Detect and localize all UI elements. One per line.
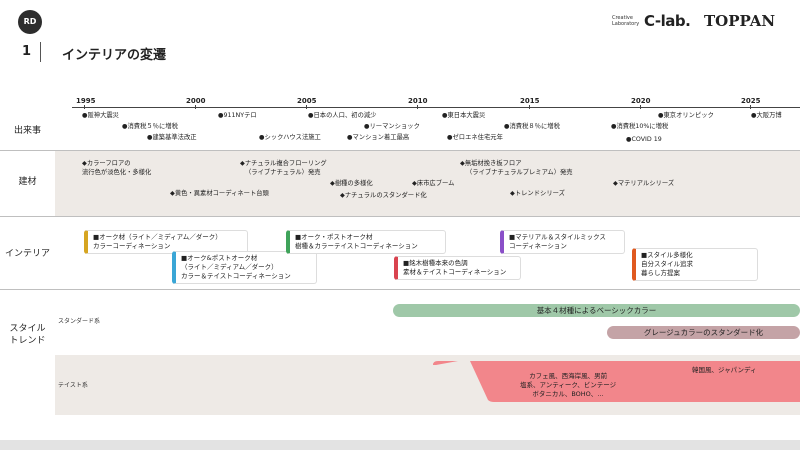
material-item: ◆ナチュラルのスタンダード化 [340, 192, 427, 199]
event-item: ●東日本大震災 [442, 112, 486, 119]
year-label: 2010 [408, 97, 428, 105]
event-item: ●マンション着工最高 [347, 134, 410, 141]
standard-pill-greige: グレージュカラーのスタンダード化 [607, 326, 800, 339]
year-label: 2015 [520, 97, 540, 105]
material-item: ◆トレンドシリーズ [510, 190, 565, 197]
sub-label-taste: テイスト系 [58, 382, 88, 389]
year-label: 2025 [741, 97, 761, 105]
standard-pill-basic: 基本４材種によるベーシックカラー [393, 304, 800, 317]
material-item: ◆無垢材挽き板フロア [460, 160, 522, 167]
row-divider [0, 216, 800, 217]
event-item: ●東京オリンピック [658, 112, 714, 119]
interior-box: ■銘木樹種本来の色調素材＆テイストコーディネーション [394, 256, 521, 280]
taste-list-left: カフェ風、西海岸風、男前塩系、アンティーク、ビンテージボタニカル、BOHO、… [520, 372, 617, 398]
material-item: ◆樹種の多様化 [330, 180, 373, 187]
year-label: 1995 [76, 97, 96, 105]
event-item: ●ゼロエネ住宅元年 [447, 134, 503, 141]
materials-band [55, 151, 800, 216]
event-item: ●消費税５％に増税 [122, 123, 178, 130]
event-item: ●シックハウス法施工 [259, 134, 321, 141]
footer-bar [0, 440, 800, 450]
event-item: ●阪神大震災 [82, 112, 119, 119]
event-item: ●大阪万博 [751, 112, 782, 119]
row-divider [0, 289, 800, 290]
year-label: 2000 [186, 97, 206, 105]
event-item: ●911NYテロ [218, 112, 257, 119]
timeline-axis [72, 107, 800, 108]
interior-box: ■オーク材（ライト／ミディアム／ダーク）カラーコーディネーション [84, 230, 248, 254]
material-item: ◆カラーフロアの [82, 160, 131, 167]
material-item: （ライブナチュラルプレミアム）発売 [466, 169, 573, 176]
interior-box: ■スタイル多様化自分スタイル追求暮らし方提案 [632, 248, 758, 281]
year-tick [195, 105, 196, 109]
event-item: ●建築基準法改正 [147, 134, 197, 141]
interior-box: ■オーク&ポストオーク材（ライト／ミディアム／ダーク）カラー＆テイストコーディネ… [172, 251, 317, 284]
sub-label-standard: スタンダード系 [58, 318, 101, 325]
row-divider [0, 150, 800, 151]
row-label-events: 出来事 [13, 126, 41, 136]
interior-box: ■マテリアル＆スタイルミックスコーディネーション [500, 230, 625, 254]
title-divider [40, 42, 41, 62]
material-item: ◆ナチュラル複合フローリング [240, 160, 327, 167]
row-label-style-trend: スタイルトレンド [9, 324, 46, 346]
event-item: ●消費税10%に増税 [611, 123, 669, 130]
page-number: 1 [22, 44, 32, 59]
year-tick [306, 105, 307, 109]
taste-list-right: 韓国風、ジャパンディ [692, 366, 757, 374]
event-item: ●日本の人口、初の減少 [308, 112, 377, 119]
rd-logo: RD [18, 10, 42, 34]
year-tick [529, 105, 530, 109]
material-item: 流行色が淡色化・多様化 [82, 169, 152, 176]
material-item: （ライブナチュラル）発売 [245, 169, 321, 176]
interior-box: ■オーク・ポストオーク材樹種＆カラーテイストコーディネーション [286, 230, 446, 254]
material-item: ◆床市広ブーム [412, 180, 455, 187]
material-item: ◆黄色・異素材コーディネート台頭 [170, 190, 269, 197]
row-label-interior: インテリア [4, 249, 50, 259]
year-tick [84, 105, 85, 109]
row-label-materials: 建材 [18, 177, 37, 187]
year-tick [750, 105, 751, 109]
event-item: ●リーマンショック [364, 123, 420, 130]
clab-logo: C-lab. [644, 12, 691, 30]
toppan-logo: TOPPAN [704, 12, 776, 30]
year-tick [417, 105, 418, 109]
event-item: ●消費税８％に増税 [504, 123, 560, 130]
year-label: 2005 [297, 97, 317, 105]
year-label: 2020 [631, 97, 651, 105]
event-item: ●COVID 19 [626, 136, 662, 143]
material-item: ◆マテリアルシリーズ [613, 180, 675, 187]
page-title: インテリアの変遷 [62, 48, 167, 63]
year-tick [640, 105, 641, 109]
